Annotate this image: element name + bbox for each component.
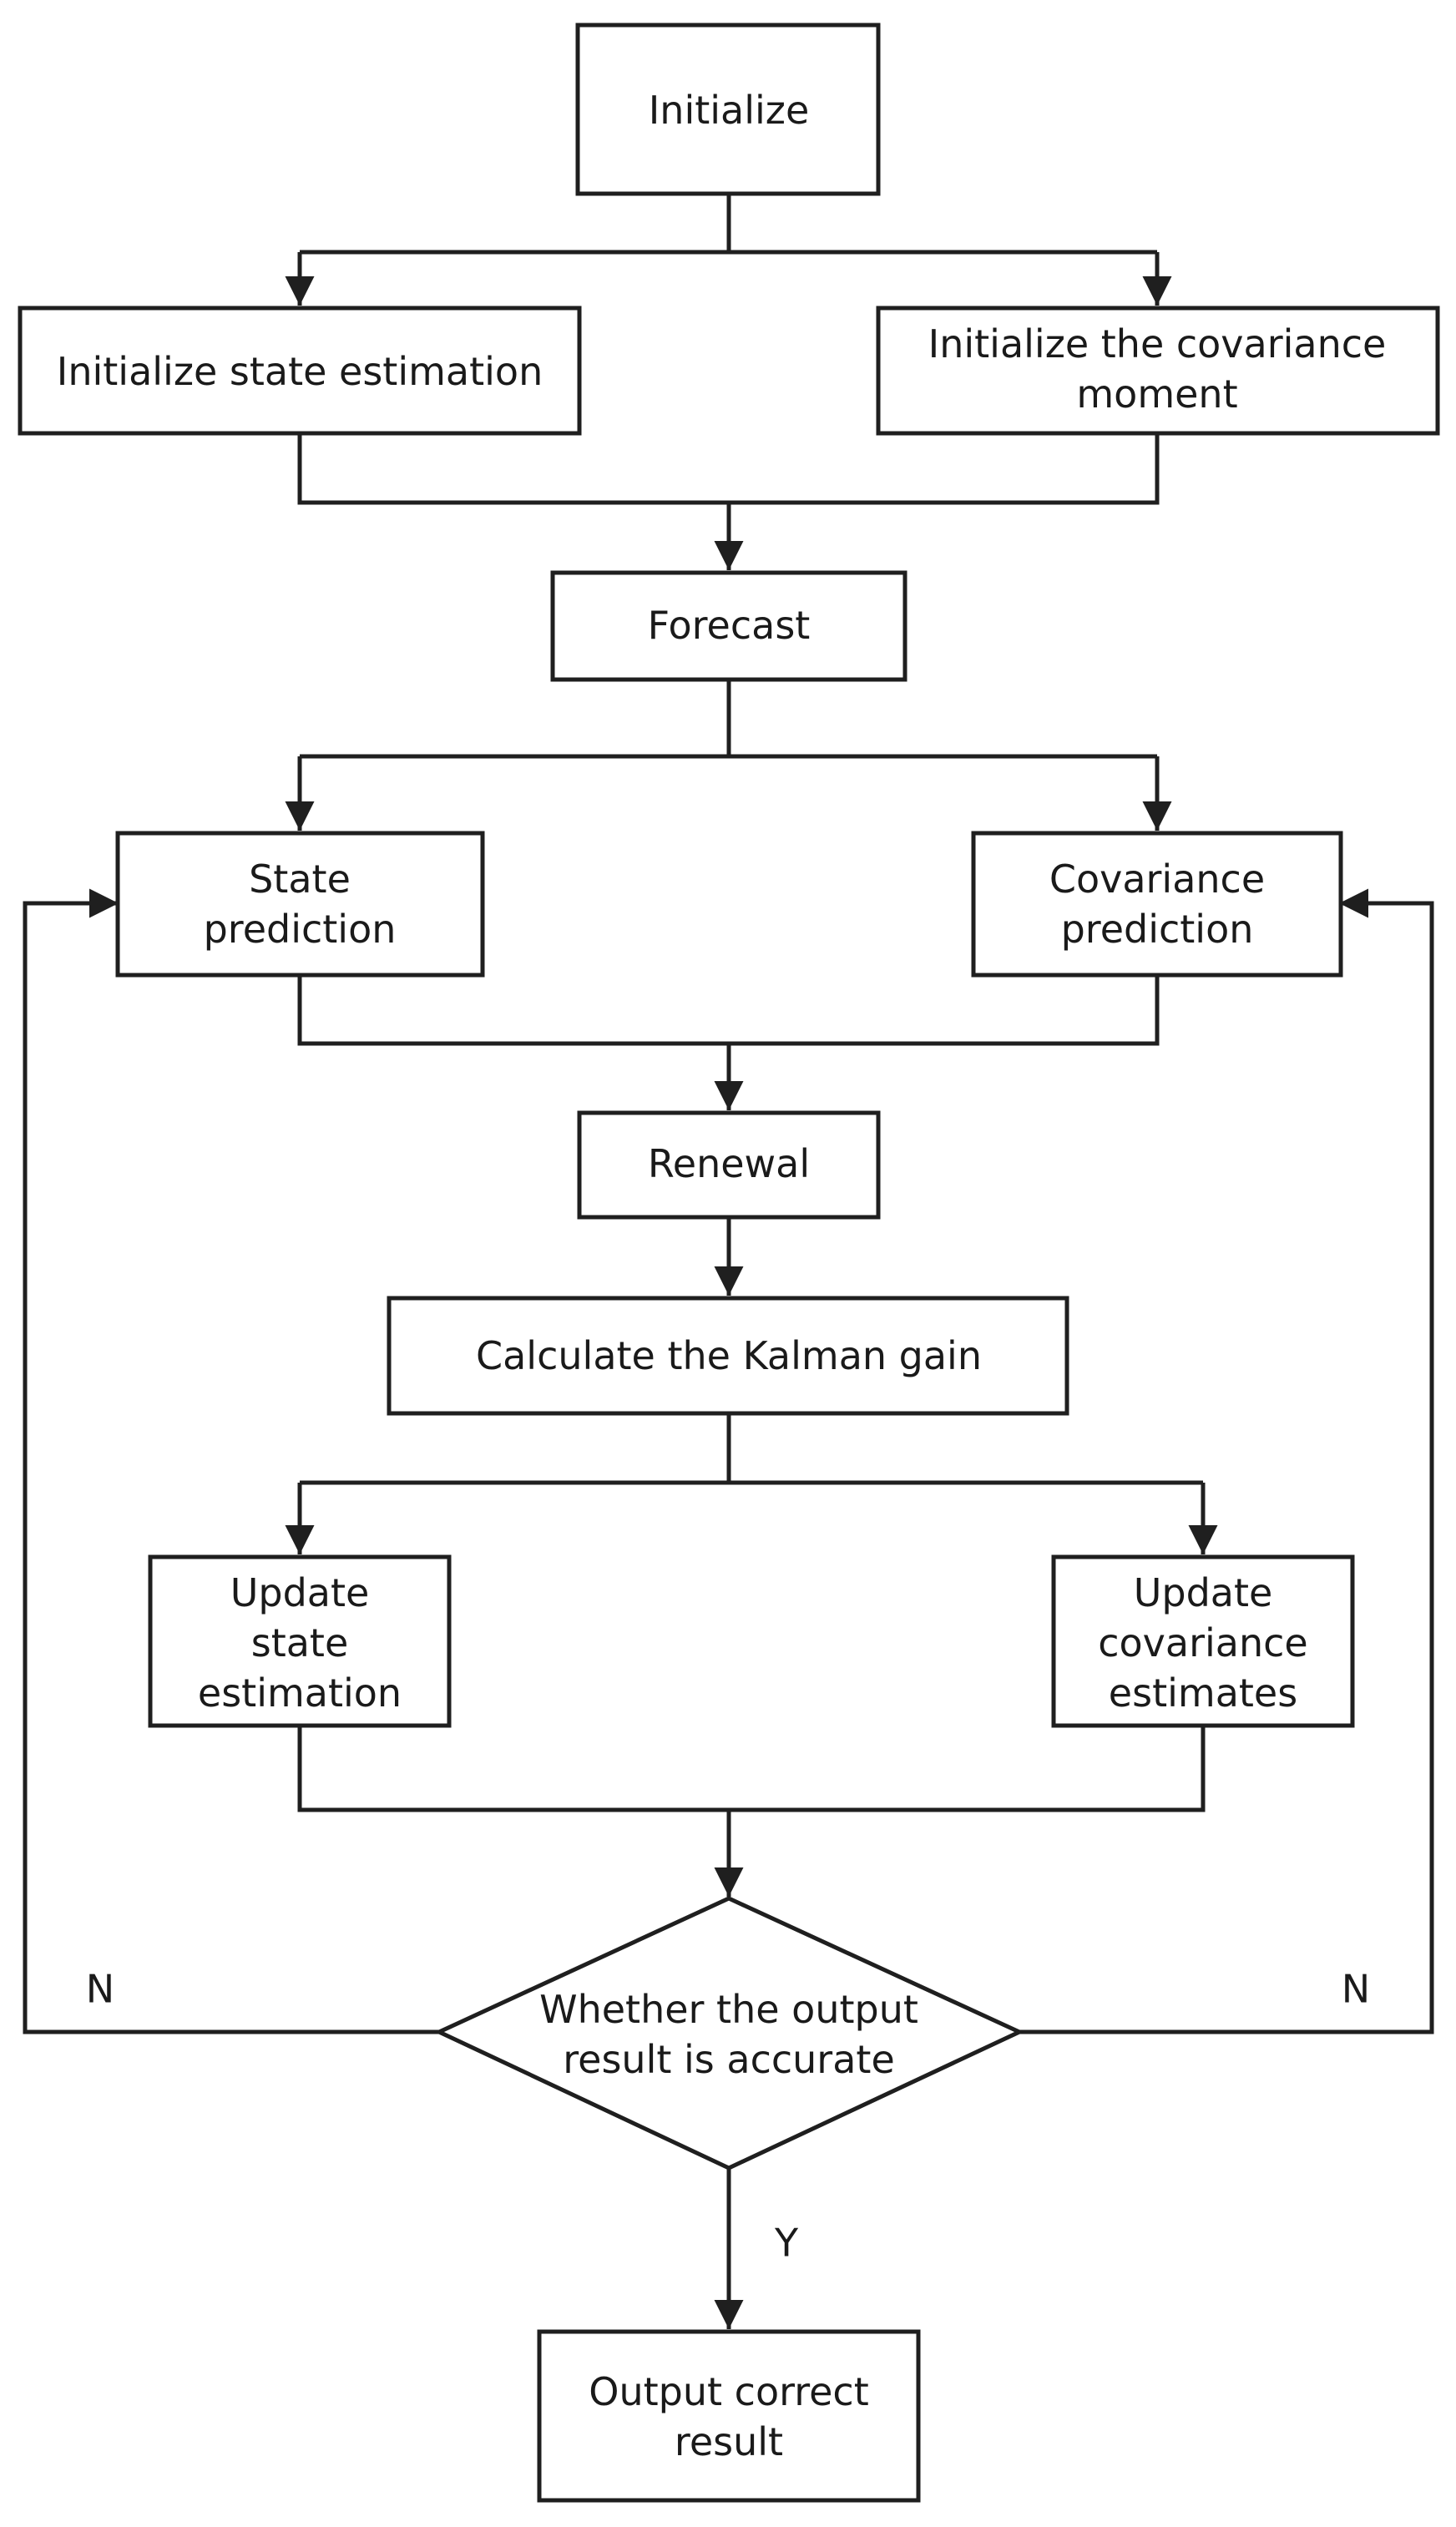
yes-label: Y	[774, 2221, 799, 2266]
update-state-line-3: estimation	[198, 1670, 402, 1716]
update-state-line-2: state	[251, 1620, 349, 1665]
cov-prediction-box: Covariance prediction	[971, 831, 1343, 978]
svg-text:Renewal: Renewal	[648, 1141, 810, 1186]
svg-text:Calculate the Kalman gain: Calculate the Kalman gain	[476, 1333, 982, 1378]
output-line-2: result	[675, 2419, 783, 2464]
edge-no-left-loop	[23, 888, 439, 2034]
svg-text:Initialize state estimation: Initialize state estimation	[57, 349, 543, 394]
init-cov-line-1: Initialize the covariance	[928, 321, 1387, 366]
edge-no-right-loop	[1019, 888, 1434, 2034]
edge-merge-update	[297, 1726, 1206, 1812]
forecast-box: Forecast	[550, 570, 907, 682]
update-cov-line-1: Update	[1134, 1570, 1273, 1615]
cov-pred-line-2: prediction	[1061, 907, 1254, 952]
update-cov-line-3: estimates	[1109, 1670, 1297, 1716]
svg-text:Forecast: Forecast	[648, 603, 811, 648]
svg-text:Initialize: Initialize	[649, 88, 810, 133]
output-line-1: Output correct	[589, 2369, 868, 2414]
edge-merge-init	[297, 435, 1160, 505]
kalman-gain-line-1: Calculate the Kalman gain	[476, 1333, 982, 1378]
update-cov-box: Update covariance estimates	[1051, 1554, 1355, 1728]
update-state-box: Update state estimation	[148, 1554, 452, 1728]
renewal-box: Renewal	[577, 1110, 881, 1220]
initialize-box: Initialize	[575, 23, 881, 196]
decision-diamond: Whether the output result is accurate	[434, 1896, 1024, 2171]
update-cov-line-2: covariance	[1098, 1620, 1307, 1665]
update-state-line-1: Update	[230, 1570, 370, 1615]
no-label-right: N	[1342, 1967, 1370, 2012]
no-label-left: N	[86, 1967, 114, 2012]
state-pred-line-2: prediction	[204, 907, 397, 952]
forecast-line-1: Forecast	[648, 603, 811, 648]
state-pred-line-1: State	[249, 857, 351, 902]
init-state-box: Initialize state estimation	[18, 306, 582, 436]
init-cov-line-2: moment	[1076, 371, 1237, 417]
decision-line-1: Whether the output	[539, 1987, 918, 2032]
output-box: Output correct result	[537, 2329, 921, 2503]
state-prediction-box: State prediction	[115, 831, 485, 978]
kalman-gain-box: Calculate the Kalman gain	[387, 1296, 1069, 1416]
renewal-line-1: Renewal	[648, 1141, 810, 1186]
init-state-line-1: Initialize state estimation	[57, 349, 543, 394]
init-cov-box: Initialize the covariance moment	[876, 306, 1440, 436]
initialize-line-1: Initialize	[649, 88, 810, 133]
decision-line-2: result is accurate	[563, 2037, 895, 2082]
cov-pred-line-1: Covariance	[1049, 857, 1265, 902]
edge-merge-pred	[297, 975, 1160, 1046]
